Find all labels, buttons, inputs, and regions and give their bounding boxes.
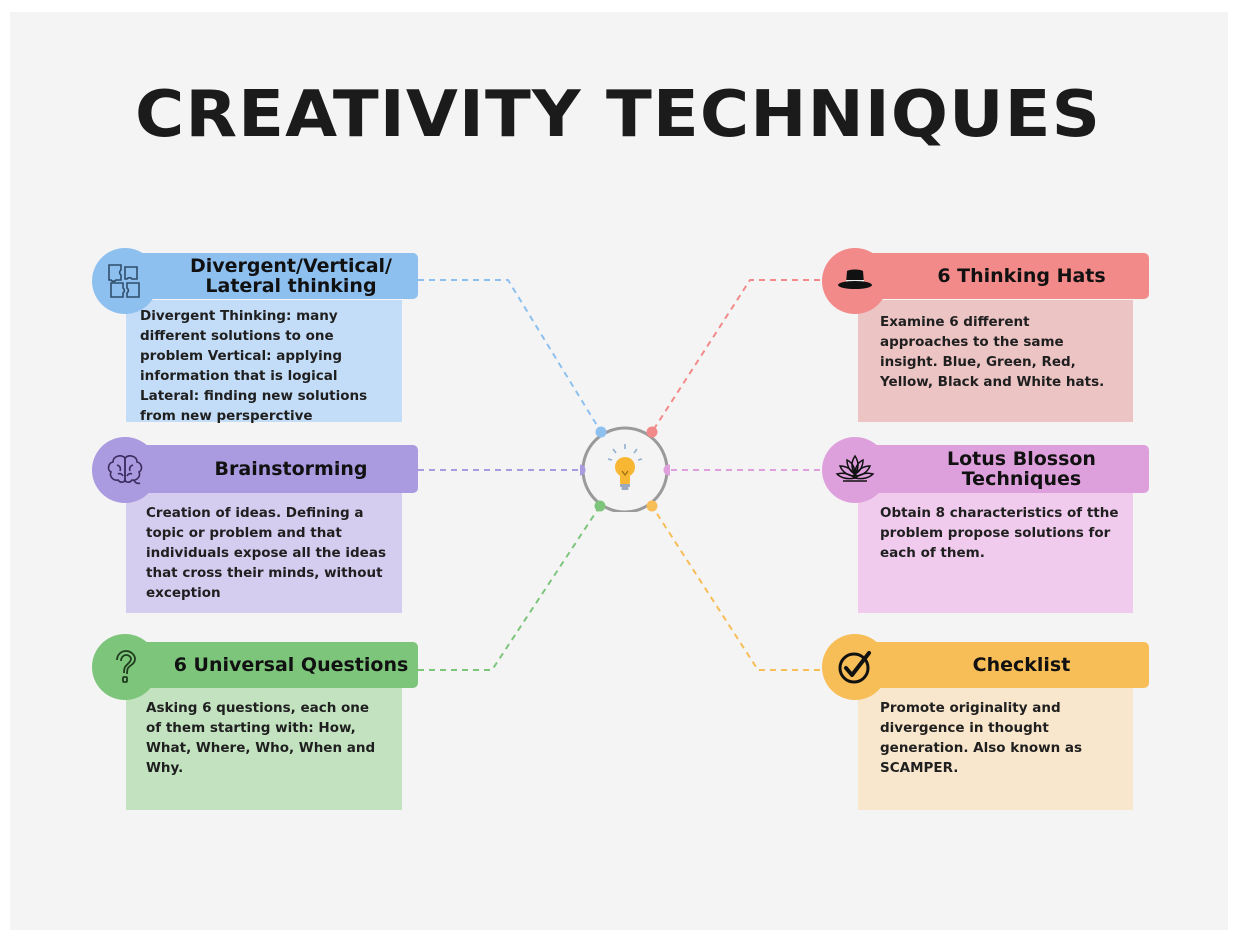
- card-body: Promote originality and divergence in th…: [858, 688, 1133, 810]
- hub-node-blue: [595, 426, 607, 438]
- hub-node-orange: [646, 500, 658, 512]
- card-body: Obtain 8 characteristics of tthe problem…: [858, 493, 1133, 613]
- card-heading: 6 Universal Questions: [126, 642, 418, 688]
- question-mark-icon: [116, 650, 136, 683]
- card-icon-circle: [822, 634, 888, 700]
- card-icon-circle: [822, 248, 888, 314]
- card-icon-circle: [92, 634, 158, 700]
- card-icon-circle: [822, 437, 888, 503]
- puzzle-icon: [108, 264, 140, 298]
- hub-node-red: [646, 426, 658, 438]
- card-body: Divergent Thinking: many different solut…: [126, 300, 402, 424]
- card-heading: Lotus Blosson Techniques: [858, 445, 1149, 493]
- hub-node-purple: [580, 464, 586, 476]
- card-heading: Divergent/Vertical/ Lateral thinking: [126, 253, 418, 299]
- card-body: Creation of ideas. Defining a topic or p…: [126, 493, 402, 613]
- card-body: Examine 6 different approaches to the sa…: [858, 300, 1133, 422]
- lotus-icon: [835, 454, 875, 482]
- card-body: Asking 6 questions, each one of them sta…: [126, 688, 402, 810]
- page-title: CREATIVITY TECHNIQUES: [134, 78, 1102, 152]
- card-icon-circle: [92, 437, 158, 503]
- connector-checklist: [651, 505, 820, 671]
- connector-questions: [418, 505, 601, 671]
- card-heading: Checklist: [858, 642, 1149, 688]
- card-icon-circle: [92, 248, 158, 314]
- card-heading: 6 Thinking Hats: [858, 253, 1149, 299]
- connector-hats: [651, 279, 820, 433]
- lightbulb-icon: [607, 444, 643, 490]
- hub-node-green: [594, 500, 606, 512]
- checkmark-icon: [838, 651, 871, 684]
- hat-icon: [838, 269, 872, 289]
- brain-icon: [107, 455, 143, 485]
- hub-node-pink: [663, 464, 670, 476]
- central-hub: [580, 426, 670, 512]
- card-heading: Brainstorming: [126, 445, 418, 493]
- connector-divergent: [418, 279, 602, 433]
